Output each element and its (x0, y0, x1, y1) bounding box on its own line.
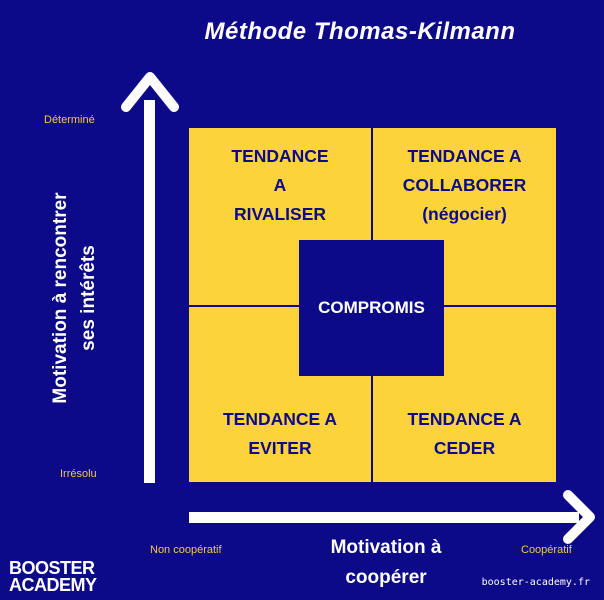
quadrant-bottom-right-line-2: CEDER (433, 438, 496, 458)
quadrant-bottom-left: TENDANCE A EVITER (189, 405, 371, 463)
x-axis-label-line-2: coopérer (345, 567, 427, 588)
x-axis-label: Motivation à coopérer (296, 533, 476, 593)
quadrant-bottom-right-line-1: TENDANCE A (407, 409, 522, 429)
quadrant-top-right-line-3: (négocier) (422, 204, 507, 224)
quadrant-top-left: TENDANCE A RIVALISER (189, 142, 371, 229)
quadrant-top-left-line-2: A (273, 175, 287, 195)
booster-academy-logo: BOOSTER ACADEMY (9, 558, 97, 595)
quadrant-top-left-line-1: TENDANCE (231, 146, 329, 166)
quadrant-top-left-line-3: RIVALISER (233, 204, 327, 224)
x-axis-label-line-1: Motivation à (330, 537, 442, 558)
quadrant-top-right: TENDANCE A COLLABORER (négocier) (373, 142, 556, 229)
quadrant-top-right-line-1: TENDANCE A (407, 146, 522, 166)
y-axis-label: Motivation à rencontrer ses intérêts (47, 138, 103, 458)
x-axis-arrow (189, 490, 595, 544)
y-axis-label-line-2: ses intérêts (78, 245, 99, 351)
quadrant-bottom-left-line-1: TENDANCE A (222, 409, 338, 429)
website-url: booster-academy.fr (481, 577, 590, 588)
quadrant-top-right-line-2: COLLABORER (402, 175, 527, 195)
center-compromis-box: COMPROMIS (299, 240, 444, 376)
logo-line-2: ACADEMY (9, 575, 97, 595)
y-axis-label-line-1: Motivation à rencontrer (50, 192, 71, 404)
quadrant-bottom-left-line-2: EVITER (248, 438, 312, 458)
y-axis-bottom-label: Irrésolu (60, 468, 97, 480)
x-axis-right-label: Coopératif (521, 544, 572, 556)
y-axis-top-label: Déterminé (44, 114, 95, 126)
logo-line-1: BOOSTER (9, 558, 95, 578)
diagram-title: Méthode Thomas-Kilmann (204, 18, 516, 45)
quadrant-grid: TENDANCE A RIVALISER TENDANCE A COLLABOR… (189, 128, 556, 482)
quadrant-bottom-right: TENDANCE A CEDER (373, 405, 556, 463)
y-axis-arrow (121, 72, 179, 483)
x-axis-left-label: Non coopératif (150, 544, 222, 556)
